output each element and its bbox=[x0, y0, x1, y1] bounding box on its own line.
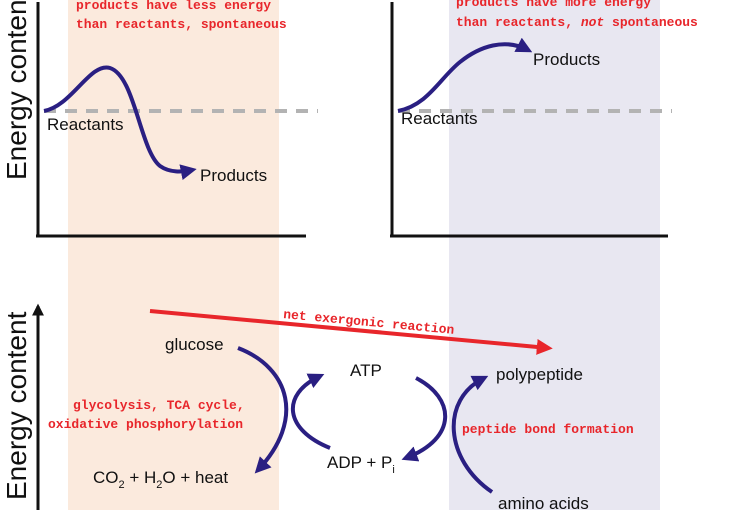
top-left-products-label: Products bbox=[200, 166, 267, 185]
top-right-reactants-label: Reactants bbox=[401, 109, 478, 128]
top-right-energy-curve bbox=[397, 37, 533, 113]
top-left-note-line2: than reactants, spontaneous bbox=[76, 17, 287, 32]
endergonic-band bbox=[449, 0, 660, 510]
anabolism-arrow bbox=[451, 375, 494, 494]
top-right-note-emph: not bbox=[581, 15, 604, 30]
top-right-note-prefix: than reactants, bbox=[456, 15, 581, 30]
bottom-y-axis-title: Energy content bbox=[1, 311, 32, 500]
peptide-bond-label: peptide bond formation bbox=[462, 422, 634, 437]
products-co2-h2o-label: CO2 + H2O + heat bbox=[93, 468, 228, 491]
atp-hydrolysis-arrow bbox=[401, 376, 448, 462]
glucose-label: glucose bbox=[165, 335, 224, 354]
adp-pi-label: ADP + Pi bbox=[327, 453, 395, 476]
top-right-panel: products have more energy than reactants… bbox=[390, 0, 698, 238]
top-y-axis-title: Energy content bbox=[1, 0, 32, 180]
heat-text: O + heat bbox=[162, 468, 228, 487]
top-left-panel: products have less energy than reactants… bbox=[36, 0, 318, 238]
top-right-note-line1: products have more energy bbox=[456, 0, 651, 10]
top-right-products-label: Products bbox=[533, 50, 600, 69]
top-left-energy-curve bbox=[43, 65, 197, 181]
atp-synthesis-arrow bbox=[291, 373, 331, 450]
top-right-note-suffix: spontaneous bbox=[604, 15, 698, 30]
polypeptide-label: polypeptide bbox=[496, 365, 583, 384]
co2-subscript: 2 bbox=[119, 479, 125, 491]
amino-acids-label: amino acids bbox=[498, 494, 589, 510]
catabolism-label-line2: oxidative phosphorylation bbox=[48, 417, 243, 432]
catabolism-label-line1: glycolysis, TCA cycle, bbox=[73, 398, 245, 413]
top-left-reactants-label: Reactants bbox=[47, 115, 124, 134]
pi-subscript: i bbox=[392, 464, 394, 476]
catabolism-arrow bbox=[237, 346, 289, 474]
top-right-note-line2: than reactants, not spontaneous bbox=[456, 15, 698, 30]
h2o-text: + H bbox=[125, 468, 157, 487]
atp-label: ATP bbox=[350, 361, 382, 380]
h2o-subscript: 2 bbox=[156, 479, 162, 491]
net-exergonic-arrow bbox=[149, 309, 553, 355]
co2-text: CO bbox=[93, 468, 119, 487]
top-left-note-line1: products have less energy bbox=[76, 0, 271, 13]
adp-text: ADP + P bbox=[327, 453, 392, 472]
exergonic-band bbox=[68, 0, 279, 510]
